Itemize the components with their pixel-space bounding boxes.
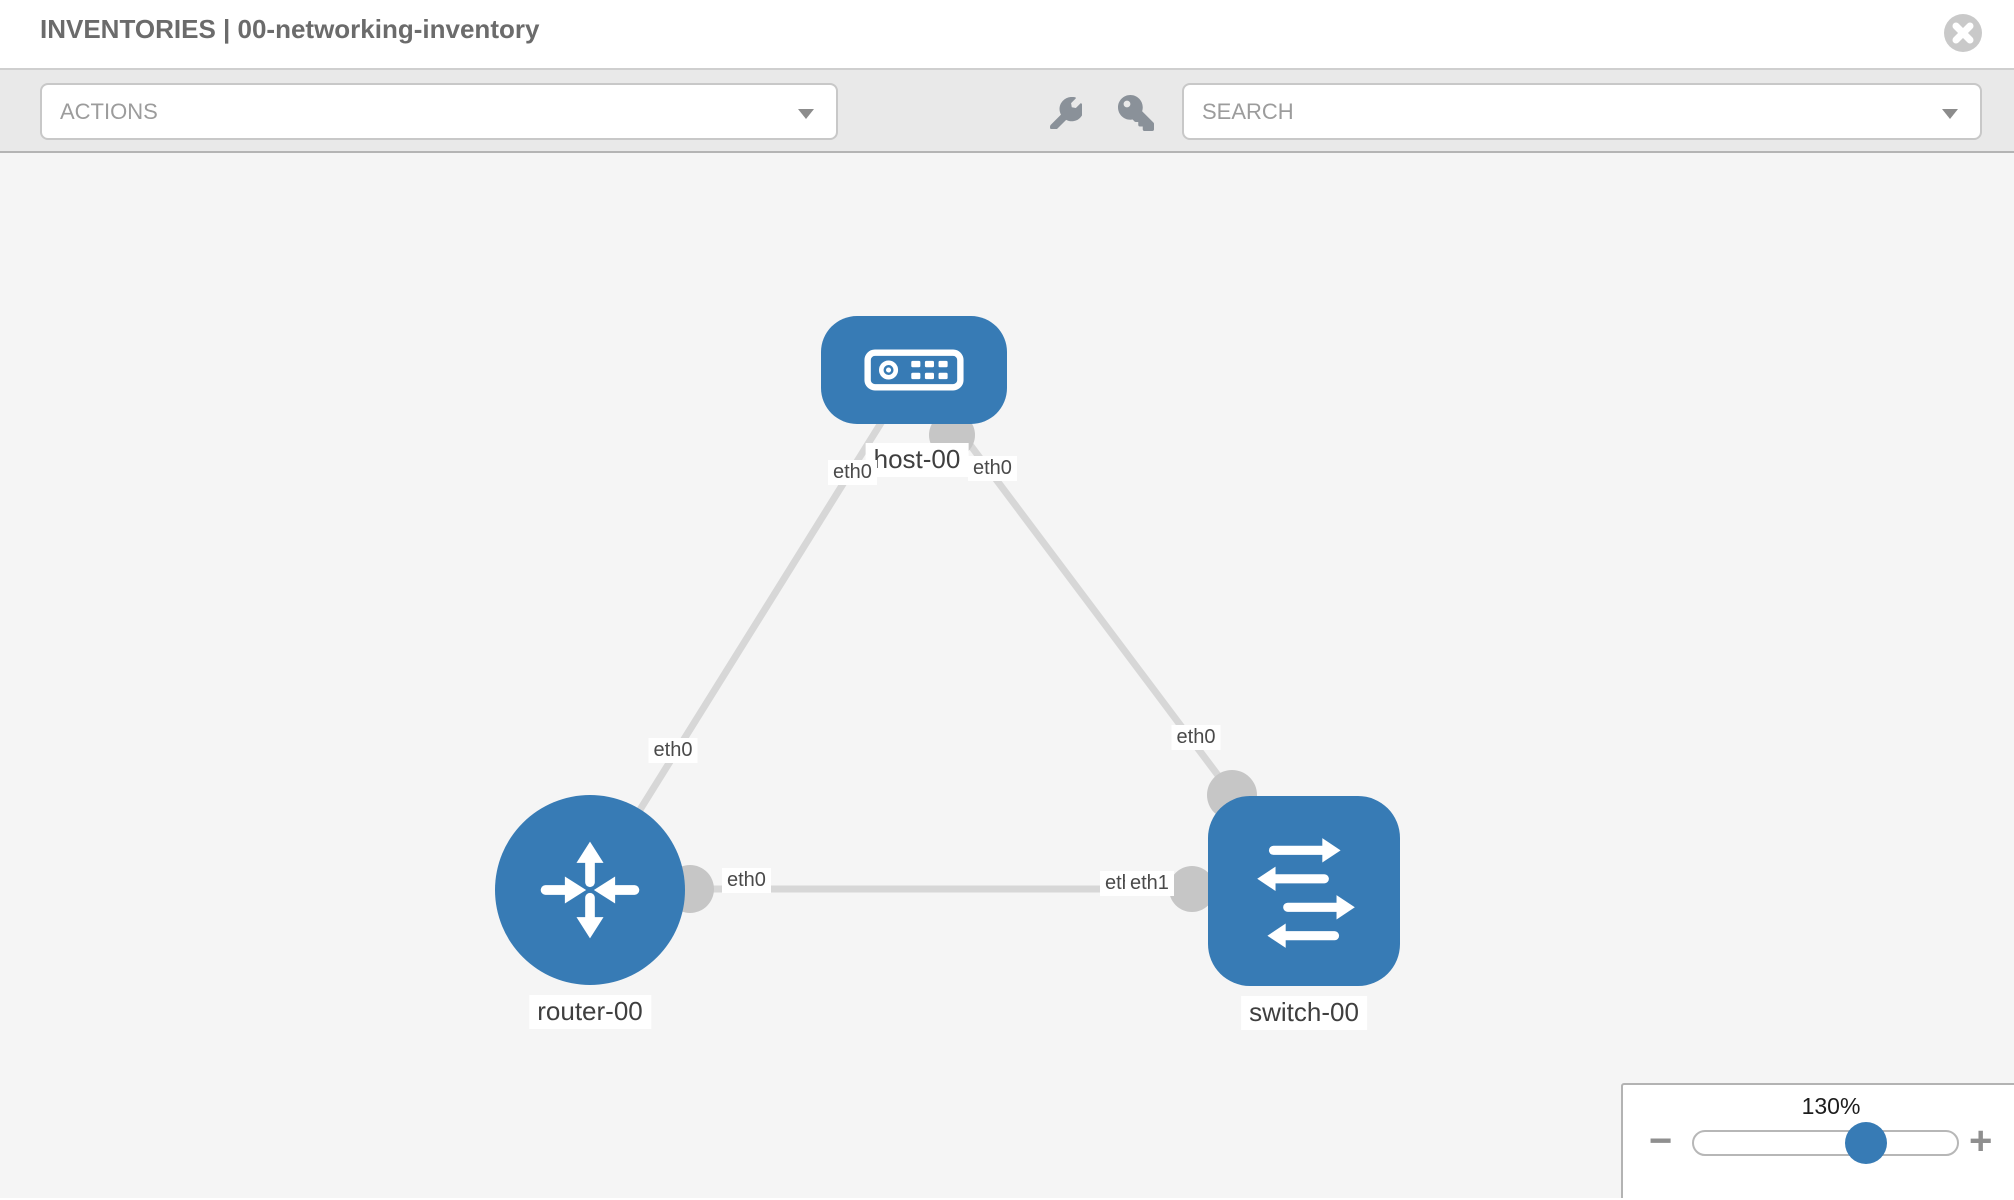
node-router-00[interactable] [495, 795, 685, 985]
links-layer [587, 367, 1307, 913]
toolbar: ACTIONS SEARCH [0, 70, 2014, 153]
zoom-in-button[interactable]: + [1969, 1119, 1993, 1163]
interface-endpoint-switch-eth1[interactable] [1169, 866, 1215, 912]
interface-label-router-switch-eth1: eth1 [1125, 871, 1174, 896]
key-icon[interactable] [1118, 95, 1154, 131]
interface-label-host-eth0-left: eth0 [828, 460, 877, 485]
zoom-out-button[interactable]: − [1649, 1119, 1673, 1163]
interface-label-router-host-eth0: eth0 [648, 738, 698, 763]
actions-dropdown[interactable]: ACTIONS [40, 83, 838, 140]
zoom-slider-track[interactable] [1692, 1122, 1959, 1164]
close-icon[interactable] [1944, 14, 1982, 52]
switch-icon [1257, 838, 1355, 948]
zoom-widget: 130% − + [1621, 1083, 2014, 1198]
wrench-icon[interactable] [1050, 97, 1082, 129]
actions-dropdown-label: ACTIONS [60, 99, 158, 124]
node-host-00[interactable] [821, 316, 1007, 424]
host-icon [864, 349, 964, 391]
chevron-down-icon [1942, 109, 1958, 119]
topology-canvas[interactable]: host-00 eth0 eth0 eth0 eth0 eth0 eth0 et… [0, 153, 2014, 1198]
interface-label-host-eth0-right: eth0 [968, 456, 1017, 481]
router-icon [540, 841, 640, 939]
node-label-switch: switch-00 [1241, 996, 1367, 1030]
interface-label-router-switch-eth0: eth0 [722, 868, 771, 893]
zoom-level-readout: 130% [1801, 1093, 1861, 1119]
search-dropdown[interactable]: SEARCH [1182, 83, 1982, 140]
header-bar: INVENTORIES | 00-networking-inventory [0, 0, 2014, 70]
search-dropdown-label: SEARCH [1202, 99, 1294, 124]
page-title: INVENTORIES | 00-networking-inventory [40, 14, 540, 44]
zoom-slider-thumb[interactable] [1845, 1122, 1887, 1164]
interface-label-host-switch-eth0: eth0 [1171, 725, 1221, 750]
node-switch-00[interactable] [1208, 796, 1400, 986]
node-label-host: host-00 [865, 443, 969, 477]
chevron-down-icon [798, 109, 814, 119]
link-router-host[interactable] [587, 368, 917, 892]
node-label-router: router-00 [529, 995, 651, 1029]
